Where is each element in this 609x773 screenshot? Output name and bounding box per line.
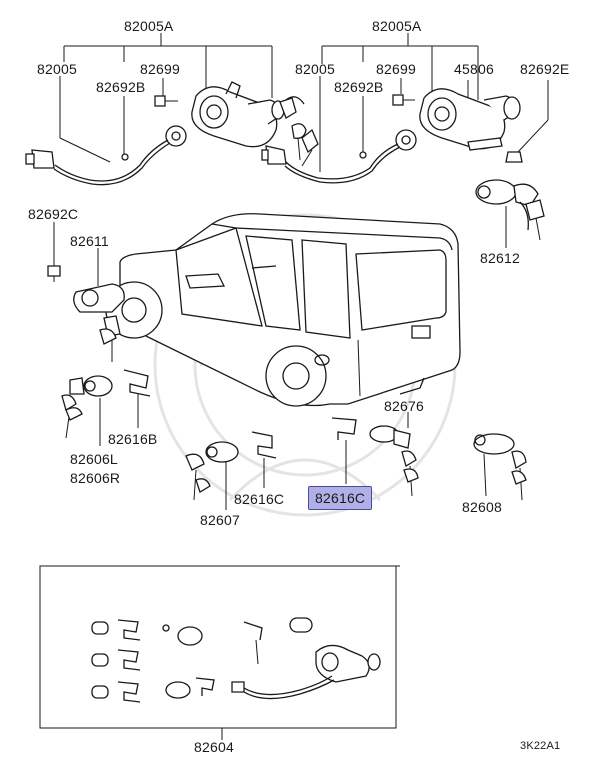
label-82005a-right: 82005A — [372, 18, 422, 34]
door-lock-82611 — [73, 248, 125, 362]
clip-82616c-highlighted — [331, 417, 357, 484]
label-82005a-left: 82005A — [124, 18, 174, 34]
label-82699-left: 82699 — [140, 61, 180, 77]
tailgate-lock-82612 — [475, 179, 545, 248]
label-82612: 82612 — [480, 250, 520, 266]
label-82005-left: 82005 — [37, 61, 77, 77]
label-45806: 45806 — [454, 61, 494, 77]
label-82692b-right: 82692B — [334, 79, 384, 95]
label-82607: 82607 — [200, 512, 240, 528]
label-82604: 82604 — [194, 739, 234, 755]
lock-cylinder-82676 — [369, 412, 419, 497]
lock-cylinder-82606 — [61, 375, 113, 446]
label-82616c-highlighted[interactable]: 82616C — [308, 486, 373, 510]
right-ignition-assembly — [261, 33, 549, 184]
screw-82692c — [47, 222, 61, 282]
label-82676: 82676 — [384, 398, 424, 414]
clip-82616b — [123, 369, 151, 428]
label-82699-right: 82699 — [376, 61, 416, 77]
lock-cylinder-82607 — [185, 441, 239, 510]
label-82616c-left: 82616C — [234, 491, 285, 507]
label-82608: 82608 — [462, 499, 502, 515]
lock-cylinder-82608 — [473, 433, 527, 501]
lock-kit-82604 — [39, 565, 400, 740]
label-82005-right: 82005 — [295, 61, 335, 77]
vehicle-body — [105, 213, 461, 407]
label-82611: 82611 — [70, 233, 109, 249]
label-82606r: 82606R — [70, 470, 121, 486]
label-82692b-left: 82692B — [96, 79, 146, 95]
diagram-code: 3K22A1 — [520, 740, 561, 752]
label-82692e: 82692E — [520, 61, 570, 77]
label-82616b: 82616B — [108, 431, 158, 447]
left-ignition-assembly — [25, 33, 307, 186]
clip-82616c-left — [251, 431, 277, 488]
label-82606l: 82606L — [70, 451, 118, 467]
label-82692c: 82692C — [28, 206, 79, 222]
